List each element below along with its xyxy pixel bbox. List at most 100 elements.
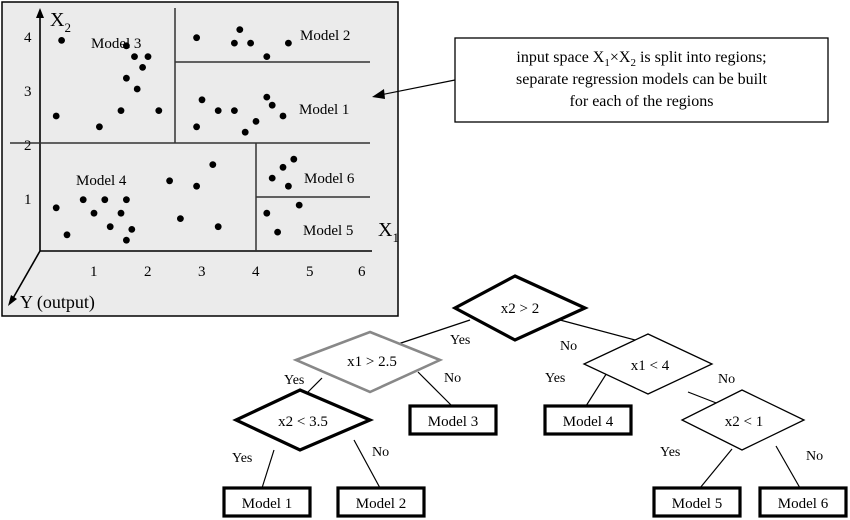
data-point xyxy=(52,204,60,212)
x2-axis-label: X2 xyxy=(50,9,71,35)
leaf-model2-label: Model 2 xyxy=(356,496,406,512)
edge-label-root-yes: Yes xyxy=(450,333,470,348)
region-label-model2: Model 2 xyxy=(300,28,350,44)
region-label-model6: Model 6 xyxy=(304,171,355,187)
data-point xyxy=(279,112,287,120)
x1-axis-label: X1 xyxy=(378,219,399,245)
data-point xyxy=(123,236,130,244)
leaf-model2 xyxy=(336,486,426,518)
leaf-model4-label: Model 4 xyxy=(563,414,614,430)
data-point xyxy=(79,196,87,204)
node-root-label: x2 > 2 xyxy=(501,301,539,317)
node-root-x2-gt-2 xyxy=(451,274,589,342)
edge-x2-35-model2 xyxy=(353,439,381,489)
node-x1-gt-2-5 xyxy=(292,330,444,394)
node-x2-lt-3-5-label: x2 < 3.5 xyxy=(278,414,328,430)
data-point xyxy=(247,39,255,47)
node-x1-gt-2-5-label: x1 > 2.5 xyxy=(347,354,397,370)
x2-tick-3: 3 xyxy=(24,84,32,100)
edge-label-x1-4-no: No xyxy=(718,372,735,387)
data-point xyxy=(236,26,244,33)
edge-x2-35-model1 xyxy=(261,449,275,489)
data-point xyxy=(241,128,249,136)
leaf-model3-label: Model 3 xyxy=(428,414,478,430)
data-point xyxy=(131,53,138,60)
data-point xyxy=(231,107,238,114)
x1-tick-3: 3 xyxy=(198,264,206,280)
data-point xyxy=(90,209,98,217)
callout-line-1: input space X1×X2 is split into regions; xyxy=(516,49,766,69)
data-point xyxy=(274,228,281,236)
data-point xyxy=(285,182,292,190)
node-x1-lt-4 xyxy=(582,333,714,395)
data-point xyxy=(139,64,147,71)
x1-tick-1: 1 xyxy=(90,264,98,280)
x2-tick-2: 2 xyxy=(24,138,32,154)
data-point xyxy=(214,107,222,114)
edge-label-x2-1-yes: Yes xyxy=(660,445,680,460)
data-point xyxy=(193,34,201,42)
callout-line-3: for each of the regions xyxy=(570,93,714,110)
data-point xyxy=(123,42,130,50)
data-point xyxy=(268,101,276,109)
y-axis-arrowhead xyxy=(8,295,17,306)
leaf-model1-label: Model 1 xyxy=(242,496,292,512)
data-point xyxy=(155,107,163,114)
node-x2-lt-1 xyxy=(680,389,806,451)
data-point xyxy=(123,74,130,82)
edge-x2-1-model5 xyxy=(699,448,733,489)
data-point xyxy=(133,85,141,93)
data-point xyxy=(231,39,238,47)
y-output-label: Y (output) xyxy=(20,292,95,313)
x1-tick-labels: 1 2 3 4 5 6 xyxy=(90,264,366,280)
data-point xyxy=(166,177,174,185)
edge-label-x1-4-yes: Yes xyxy=(545,371,565,386)
leaf-model3 xyxy=(408,404,498,436)
data-point xyxy=(285,39,292,47)
data-point xyxy=(128,226,136,233)
data-point xyxy=(117,209,125,217)
edge-label-x2-35-yes: Yes xyxy=(232,451,252,466)
data-point xyxy=(193,182,201,190)
edge-label-x2-35-no: No xyxy=(372,445,389,460)
edge-x1-25-model3 xyxy=(417,371,453,407)
region-label-model1: Model 1 xyxy=(299,102,349,118)
data-point xyxy=(58,37,65,44)
callout-arrow-line xyxy=(379,79,456,96)
leaf-model6 xyxy=(758,486,848,518)
x2-axis-arrowhead xyxy=(36,8,44,18)
callout-line-2: separate regression models can be built xyxy=(516,71,768,88)
data-point xyxy=(263,93,271,101)
data-point xyxy=(279,163,287,171)
data-point xyxy=(295,201,303,209)
x1-tick-5: 5 xyxy=(306,264,314,280)
region-label-model3: Model 3 xyxy=(91,36,141,52)
edge-x2-1-model6 xyxy=(775,445,801,489)
region-label-model5: Model 5 xyxy=(303,223,353,239)
data-point xyxy=(117,107,125,114)
leaf-model4 xyxy=(543,404,633,436)
leaf-model6-label: Model 6 xyxy=(778,496,829,512)
callout-arrowhead xyxy=(372,89,385,99)
x1-tick-4: 4 xyxy=(252,264,260,280)
data-point xyxy=(198,96,206,104)
data-point xyxy=(123,196,130,204)
data-point xyxy=(106,223,114,231)
data-point xyxy=(252,118,260,125)
data-point xyxy=(52,112,60,120)
data-point xyxy=(214,223,222,231)
y-axis xyxy=(11,250,41,301)
edge-label-x1-25-no: No xyxy=(444,371,461,386)
x2-tick-1: 1 xyxy=(24,192,32,208)
node-x2-lt-1-label: x2 < 1 xyxy=(725,414,763,430)
node-x1-lt-4-label: x1 < 4 xyxy=(631,358,670,374)
data-point xyxy=(263,53,271,60)
leaf-model1 xyxy=(222,486,312,518)
edge-root-x1-25 xyxy=(397,319,471,345)
edge-label-root-no: No xyxy=(560,339,577,354)
callout-box xyxy=(454,37,829,123)
data-point xyxy=(290,155,298,163)
x2-tick-labels: 1 2 3 4 xyxy=(24,30,32,208)
